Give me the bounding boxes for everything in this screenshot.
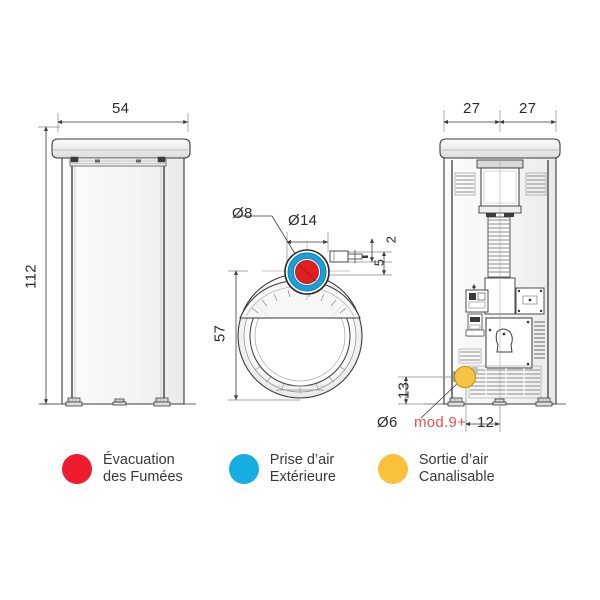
legend-label-air-intake: Prise d’air Extérieure bbox=[269, 452, 336, 485]
dim-side-port-offset: 12 bbox=[477, 414, 495, 431]
dim-side-port-height: 13 bbox=[395, 381, 413, 400]
dim-side-width-left: 27 bbox=[463, 100, 481, 117]
legend-item-air-intake: Prise d’air Extérieure bbox=[228, 452, 336, 486]
dim-front-height: 112 bbox=[22, 264, 40, 289]
dim-side-diameter-6: Ø6 bbox=[377, 414, 398, 431]
legend: Évacuation des Fumées Prise d’air Extéri… bbox=[0, 452, 600, 522]
flue-outlet-marker bbox=[284, 249, 330, 295]
ducted-air-outlet-marker bbox=[453, 365, 477, 389]
legend-label-ducted-air: Sortie d’air Canalisable bbox=[418, 452, 495, 485]
dim-top-diameter-8: Ø8 bbox=[232, 205, 253, 222]
top-view-geometry bbox=[228, 215, 392, 401]
dim-top-depth: 57 bbox=[211, 324, 229, 343]
dim-side-width-right: 27 bbox=[519, 100, 537, 117]
front-view-geometry bbox=[38, 113, 196, 407]
dim-top-diameter-14: Ø14 bbox=[288, 212, 318, 229]
legend-label-flue: Évacuation des Fumées bbox=[103, 452, 183, 485]
red-dot-icon bbox=[62, 454, 92, 484]
blue-dot-icon bbox=[228, 454, 259, 484]
dim-side-model-note: mod.9+ bbox=[414, 414, 467, 431]
legend-item-flue: Évacuation des Fumées bbox=[62, 452, 183, 486]
yellow-dot-icon bbox=[377, 454, 408, 484]
dim-front-width: 54 bbox=[112, 100, 130, 117]
dim-top-offset-5: 5 bbox=[371, 258, 387, 267]
dim-top-offset-2: 2 bbox=[383, 235, 399, 244]
side-view-geometry bbox=[398, 110, 566, 432]
legend-item-ducted-air: Sortie d’air Canalisable bbox=[377, 452, 495, 486]
